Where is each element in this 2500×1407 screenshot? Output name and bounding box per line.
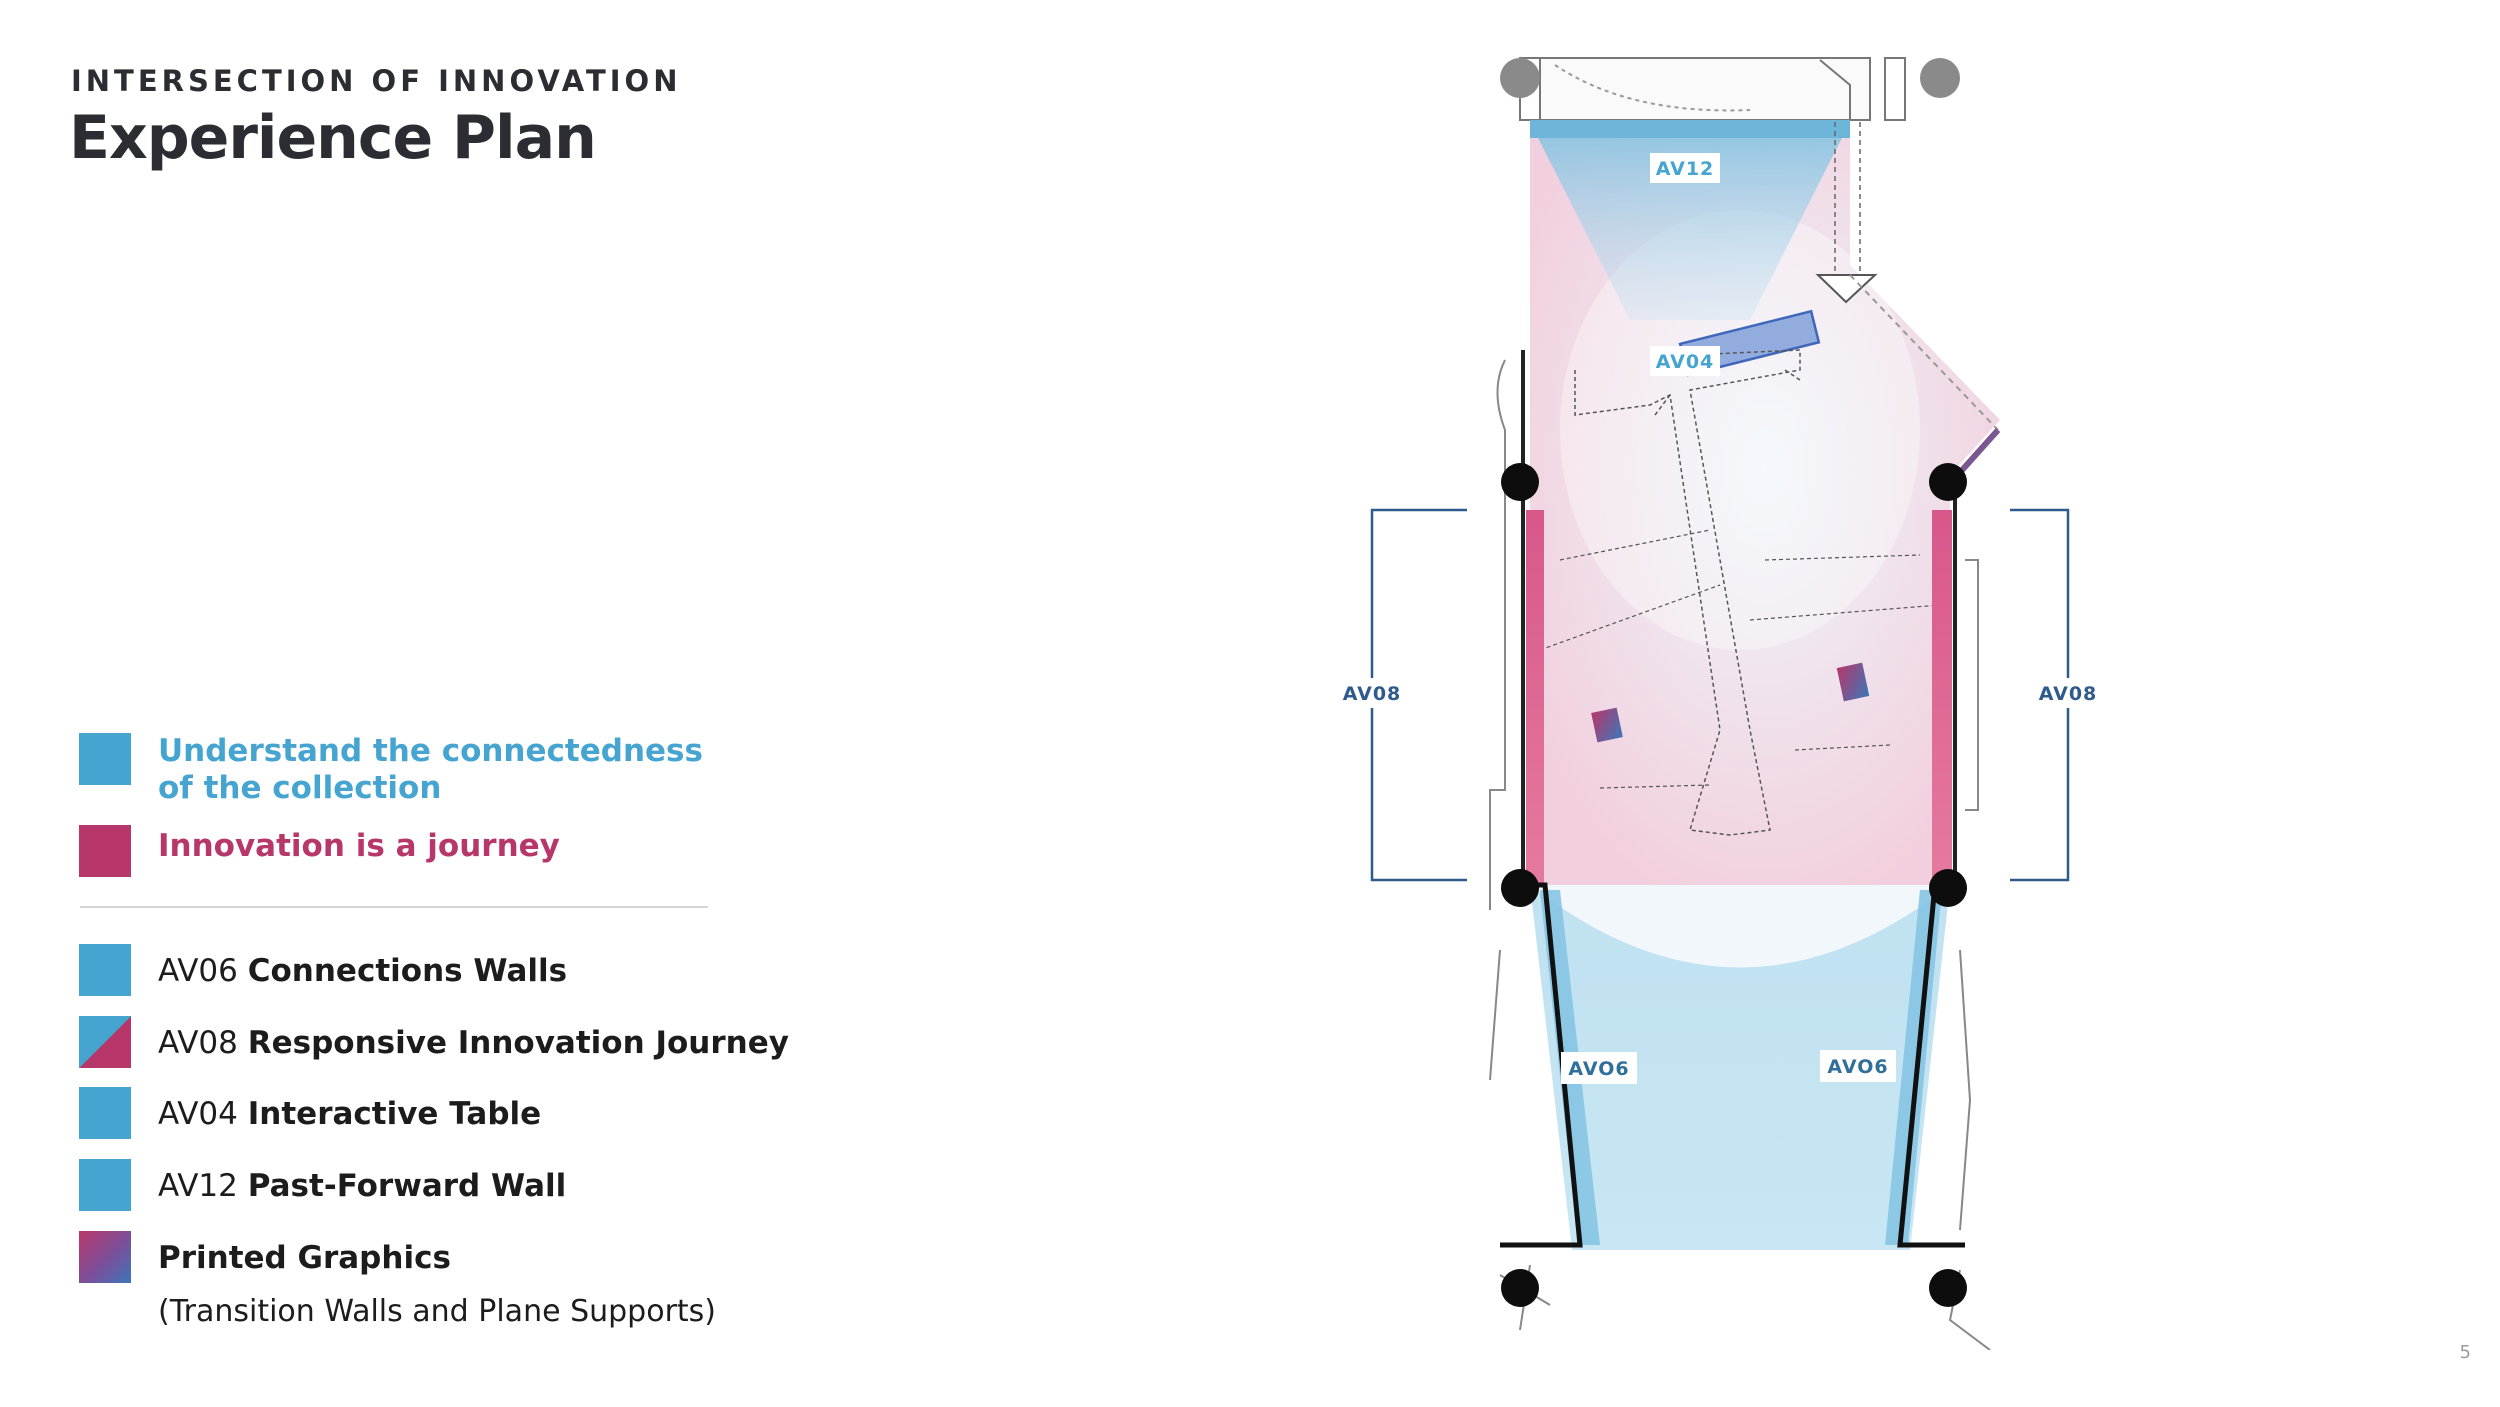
legend-name: Printed Graphics bbox=[158, 1240, 451, 1276]
diagonal-wall bbox=[1849, 274, 1999, 431]
shaft-arrow bbox=[1815, 274, 1878, 304]
label-av12: AV12 bbox=[1656, 158, 1715, 180]
left-detail-wall bbox=[1489, 359, 1506, 910]
legend-name: Connections Walls bbox=[247, 953, 568, 989]
column-mid-right bbox=[1929, 463, 1967, 501]
legend-item-printed-graphics: Printed Graphics bbox=[158, 1240, 451, 1276]
printed-graphics-swatch bbox=[79, 1231, 131, 1283]
theme-blue-label: Understand the connectedness of the coll… bbox=[158, 733, 703, 807]
av08-swatch bbox=[79, 1016, 131, 1068]
top-building-outline bbox=[1519, 57, 1906, 121]
theme-blue-swatch bbox=[79, 733, 131, 785]
legend-item-av04: AV04 Interactive Table bbox=[158, 1096, 541, 1132]
label-av08-right: AV08 bbox=[2039, 683, 2098, 705]
legend-name: Responsive Innovation Journey bbox=[247, 1025, 789, 1061]
legend-code: AV08 bbox=[158, 1025, 238, 1061]
label-av04: AV04 bbox=[1656, 351, 1715, 373]
right-detail-wall bbox=[1965, 559, 1979, 811]
legend-item-av08: AV08 Responsive Innovation Journey bbox=[158, 1025, 789, 1061]
legend-item-av06: AV06 Connections Walls bbox=[158, 953, 567, 989]
legend-code: AV04 bbox=[158, 1096, 238, 1132]
shaft-outline bbox=[1834, 122, 1861, 275]
theme-pink-label: Innovation is a journey bbox=[158, 828, 560, 864]
printed-plinth-right bbox=[1836, 662, 1870, 702]
legend-divider bbox=[80, 906, 708, 908]
eyebrow-title: INTERSECTION OF INNOVATION bbox=[71, 64, 682, 98]
legend-name: Interactive Table bbox=[247, 1096, 542, 1132]
theme-blue-line1: Understand the connectedness bbox=[158, 733, 703, 769]
av08-wall-right bbox=[1932, 510, 1952, 885]
av08-wall-left bbox=[1526, 510, 1544, 885]
av06-connections-zone bbox=[1530, 885, 1950, 1250]
legend-code: AV12 bbox=[158, 1168, 238, 1204]
av12-projection-beam bbox=[1530, 122, 1850, 320]
av12-wall bbox=[1530, 120, 1850, 138]
label-av06-left: AVO6 bbox=[1568, 1058, 1629, 1080]
interior-dashed-lines bbox=[1539, 529, 1941, 789]
av04-swatch bbox=[79, 1087, 131, 1139]
experience-floor-plan: AV08 AV08 AV12 AV04 AVO6 AVO6 bbox=[1338, 57, 2103, 1350]
label-av08-left: AV08 bbox=[1343, 683, 1402, 705]
av06-swatch bbox=[79, 944, 131, 996]
column-mid-left bbox=[1501, 463, 1539, 501]
column-bottom-left bbox=[1501, 1269, 1539, 1307]
printed-graphics-note: (Transition Walls and Plane Supports) bbox=[158, 1294, 717, 1329]
label-av06-right: AVO6 bbox=[1827, 1056, 1888, 1078]
curved-threshold bbox=[1530, 885, 1950, 968]
column-top-left bbox=[1500, 58, 1540, 98]
column-low-left bbox=[1501, 869, 1539, 907]
column-top-right bbox=[1920, 58, 1960, 98]
legend-name: Past-Forward Wall bbox=[247, 1168, 567, 1204]
legend-code: AV06 bbox=[158, 953, 238, 989]
page-number: 5 bbox=[2459, 1342, 2471, 1363]
legend-item-av12: AV12 Past-Forward Wall bbox=[158, 1168, 566, 1204]
printed-plinth-left bbox=[1591, 707, 1623, 743]
column-low-right bbox=[1929, 869, 1967, 907]
column-bottom-right bbox=[1929, 1269, 1967, 1307]
page-title: Experience Plan bbox=[69, 103, 597, 173]
av12-swatch bbox=[79, 1159, 131, 1211]
theme-pink-swatch bbox=[79, 825, 131, 877]
theme-blue-line2: of the collection bbox=[158, 770, 442, 806]
plane-outline bbox=[1574, 349, 1801, 836]
